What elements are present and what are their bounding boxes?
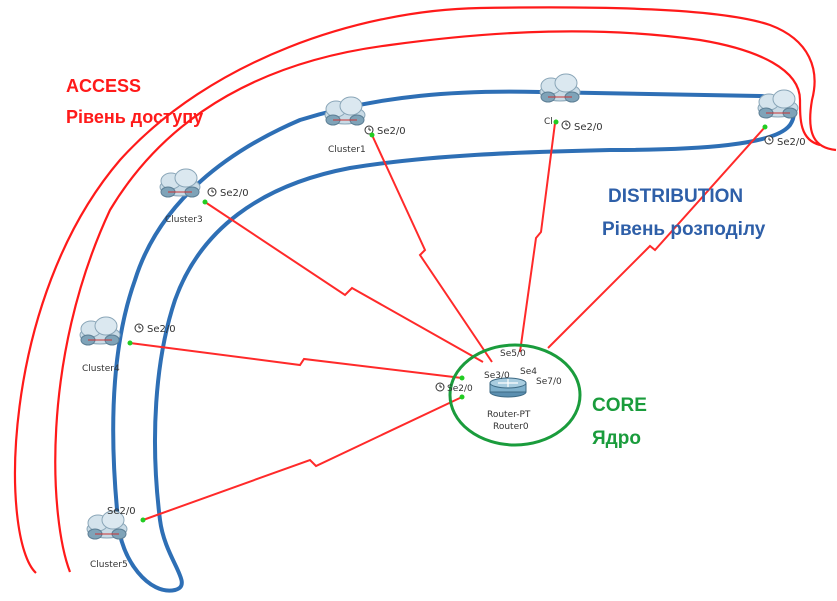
cluster3-node[interactable]: Se2/0 Cluster3 xyxy=(159,168,249,225)
cluster4-port: Se2/0 xyxy=(147,324,176,335)
cluster2-label: Cl xyxy=(544,117,553,127)
serial-links xyxy=(129,122,766,521)
clock-icon xyxy=(207,187,217,197)
router-port-se3: Se3/0 xyxy=(484,371,510,381)
link-cluster2-router xyxy=(519,122,556,353)
cluster5-node[interactable]: Se2/0 Cluster5 xyxy=(86,506,146,570)
cloud-icon xyxy=(539,73,581,103)
cluster2-node[interactable]: Se2/0 Cl xyxy=(539,73,603,133)
distribution-title: DISTRIBUTION xyxy=(608,186,743,207)
clock-icon xyxy=(764,135,774,145)
router-port-se7: Se7/0 xyxy=(536,377,562,387)
distribution-layer-outline xyxy=(111,89,796,593)
link-cluster4-router xyxy=(129,342,463,379)
cluster5-port: Se2/0 xyxy=(107,506,136,517)
access-subtitle: Рівень доступу xyxy=(66,107,203,127)
link-cluster6-router xyxy=(547,126,766,349)
cluster6-node[interactable]: Se2/0 xyxy=(757,89,806,148)
distribution-subtitle: Рівень розподілу xyxy=(602,219,766,240)
router-icon xyxy=(489,377,527,398)
cluster2-port: Se2/0 xyxy=(574,122,603,133)
cluster5-label: Cluster5 xyxy=(90,560,128,570)
cluster4-node[interactable]: Se2/0 Cluster4 xyxy=(79,316,176,374)
core-layer-outline xyxy=(448,343,582,447)
clock-icon xyxy=(134,323,144,333)
clock-icon xyxy=(435,382,445,392)
access-title: ACCESS xyxy=(66,76,141,96)
link-cluster1-router xyxy=(371,134,493,363)
link-cluster5-router xyxy=(142,396,463,521)
cluster1-port: Se2/0 xyxy=(377,126,406,137)
cluster1-label: Cluster1 xyxy=(328,145,366,155)
cloud-icon xyxy=(324,96,366,126)
link-cluster3-router xyxy=(204,201,484,363)
router-port-se2: Se2/0 xyxy=(447,384,473,394)
cluster1-node[interactable]: Se2/0 Cluster1 xyxy=(324,96,406,155)
clock-icon xyxy=(561,120,571,130)
router-name-label: Router0 xyxy=(493,422,529,432)
router-port-se5: Se5/0 xyxy=(500,349,526,359)
cloud-icon xyxy=(79,316,121,346)
cloud-icon xyxy=(757,89,799,119)
router-model-label: Router-PT xyxy=(487,410,531,420)
cluster3-port: Se2/0 xyxy=(220,188,249,199)
core-subtitle: Ядро xyxy=(592,428,641,449)
router-port-se4: Se4 xyxy=(520,367,537,377)
cluster6-port: Se2/0 xyxy=(777,137,806,148)
router-node[interactable]: Se5/0 Se3/0 Se4 Se7/0 Se2/0 Router-PT Ro… xyxy=(435,349,562,432)
cloud-icon xyxy=(159,168,201,198)
cluster3-label: Cluster3 xyxy=(165,215,203,225)
core-title: CORE xyxy=(592,395,647,416)
access-layer-outline xyxy=(13,6,837,574)
cluster4-label: Cluster4 xyxy=(82,364,120,374)
